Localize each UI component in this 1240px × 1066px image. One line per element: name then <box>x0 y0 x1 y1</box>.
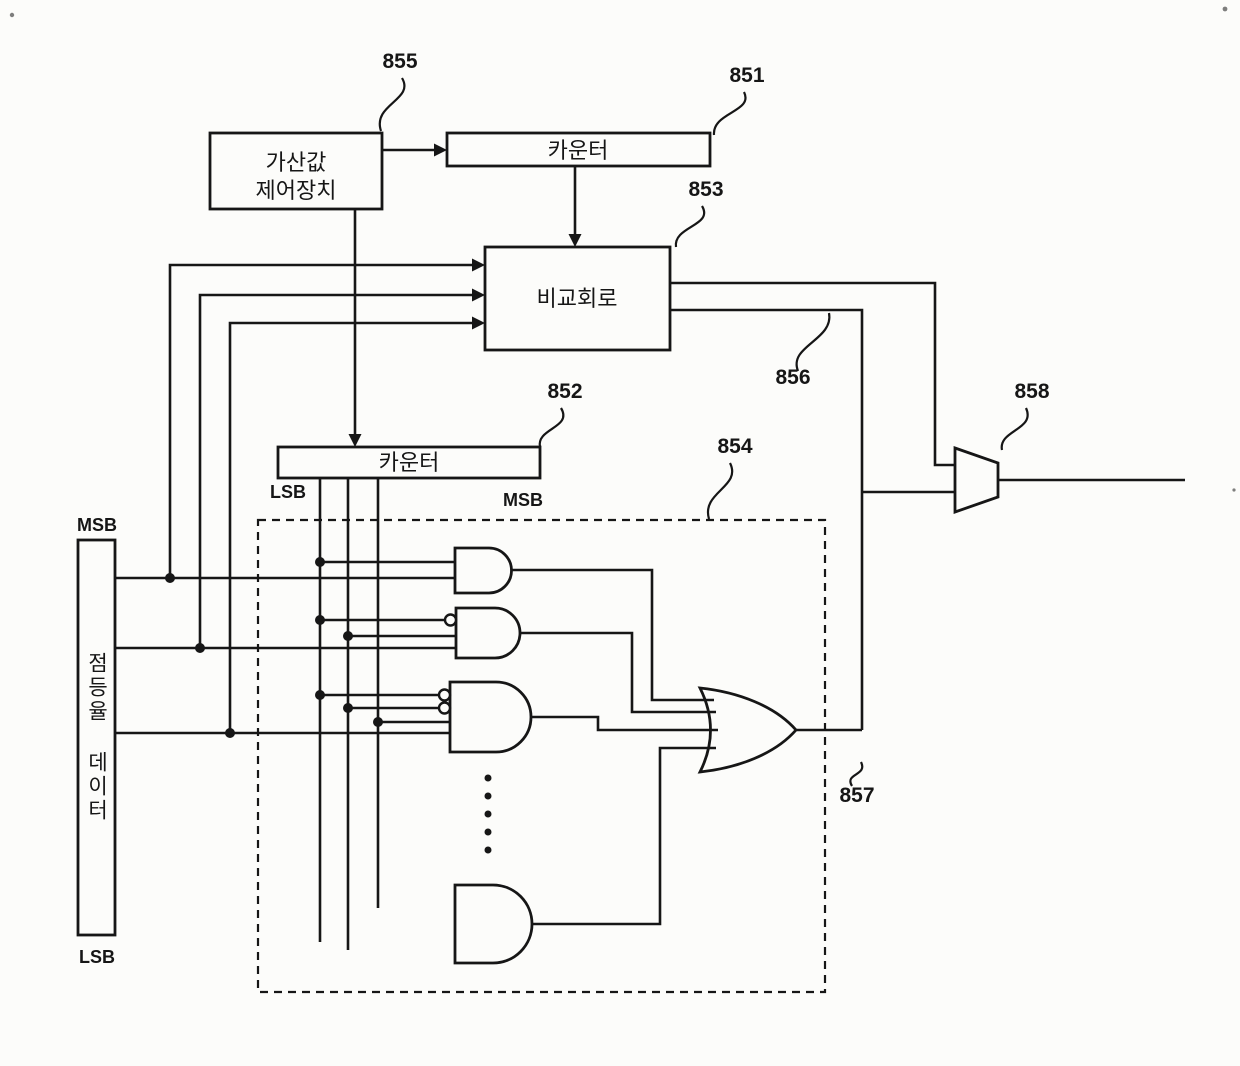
wire-and2-out <box>521 631 716 714</box>
ref-851-leader <box>712 91 747 136</box>
ref-852: 852 <box>547 380 582 403</box>
comparator-label: 비교회로 <box>537 286 618 311</box>
junction-dot <box>165 573 175 583</box>
and-gate-2 <box>454 606 522 660</box>
adder-control-label-line1: 가산값 <box>266 150 327 175</box>
inverter-bubble <box>443 613 458 627</box>
ellipsis-dot <box>484 792 492 800</box>
junction-dot <box>343 703 353 713</box>
arrowhead <box>472 258 485 272</box>
ref-853-leader <box>674 205 706 248</box>
data-register-label: 점등율 데이터 <box>85 652 109 823</box>
counter852-msb-label: MSB <box>503 490 543 510</box>
adder-control-box <box>208 131 384 211</box>
and-gate-3 <box>448 680 533 754</box>
wire-and4-out <box>532 746 716 926</box>
ref-855: 855 <box>382 50 417 73</box>
arrowhead <box>472 288 485 302</box>
wire-and1-out <box>512 568 714 702</box>
junction-dot <box>315 557 325 567</box>
ref-858-leader <box>1000 407 1029 451</box>
wire-data-low-to-comparator <box>228 321 475 733</box>
adder-control-label-line2: 제어장치 <box>256 178 337 203</box>
junction-dot <box>373 717 383 727</box>
data-register-msb-label: MSB <box>77 515 117 535</box>
counter852-label: 카운터 <box>379 450 440 475</box>
gate-block-854 <box>256 518 827 994</box>
arrowhead <box>472 316 485 330</box>
wire-data-msb-to-comparator <box>168 263 475 578</box>
or-gate <box>697 686 798 774</box>
ref-855-leader <box>378 77 406 132</box>
ref-856-leader <box>795 312 831 372</box>
counter851-label: 카운터 <box>548 138 609 163</box>
ref-854: 854 <box>717 435 752 458</box>
data-register-box <box>76 538 117 937</box>
data-register-lsb-label: LSB <box>79 947 115 967</box>
counter851-box <box>445 131 712 168</box>
wire-and3-out <box>532 715 718 732</box>
scan-speck <box>1232 488 1236 492</box>
ref-858: 858 <box>1014 380 1049 403</box>
arrowhead <box>348 434 362 447</box>
junction-dot <box>225 728 235 738</box>
ref-853: 853 <box>688 178 723 201</box>
comparator-box <box>483 245 672 352</box>
scan-speck <box>1222 6 1228 12</box>
ellipsis-dot <box>484 774 492 782</box>
and-gate-4 <box>453 883 534 965</box>
scan-speck <box>9 12 15 18</box>
ellipsis-dot <box>484 828 492 836</box>
junction-dot <box>315 615 325 625</box>
junction-dot <box>315 690 325 700</box>
arrowhead <box>434 143 447 157</box>
ref-851: 851 <box>729 64 764 87</box>
junction-dot <box>195 643 205 653</box>
and-gate-1 <box>453 546 513 595</box>
mux-858 <box>953 446 1000 514</box>
ref-857-leader <box>849 761 864 787</box>
inverter-bubble <box>437 688 452 702</box>
wire-data-mid-to-comparator <box>198 293 475 648</box>
wire-comparator-out2 <box>670 308 864 730</box>
counter852-lsb-label: LSB <box>270 482 306 502</box>
counter852-box <box>276 445 542 480</box>
ellipsis-dot <box>484 846 492 854</box>
junction-dot <box>343 631 353 641</box>
inverter-bubble <box>437 701 452 715</box>
ref-852-leader <box>538 407 565 448</box>
wire-comparator-out1 <box>670 281 955 467</box>
arrowhead <box>568 234 582 247</box>
ref-856: 856 <box>775 366 810 389</box>
ellipsis-dot <box>484 810 492 818</box>
ref-854-leader <box>706 462 734 520</box>
ref-857: 857 <box>839 784 874 807</box>
